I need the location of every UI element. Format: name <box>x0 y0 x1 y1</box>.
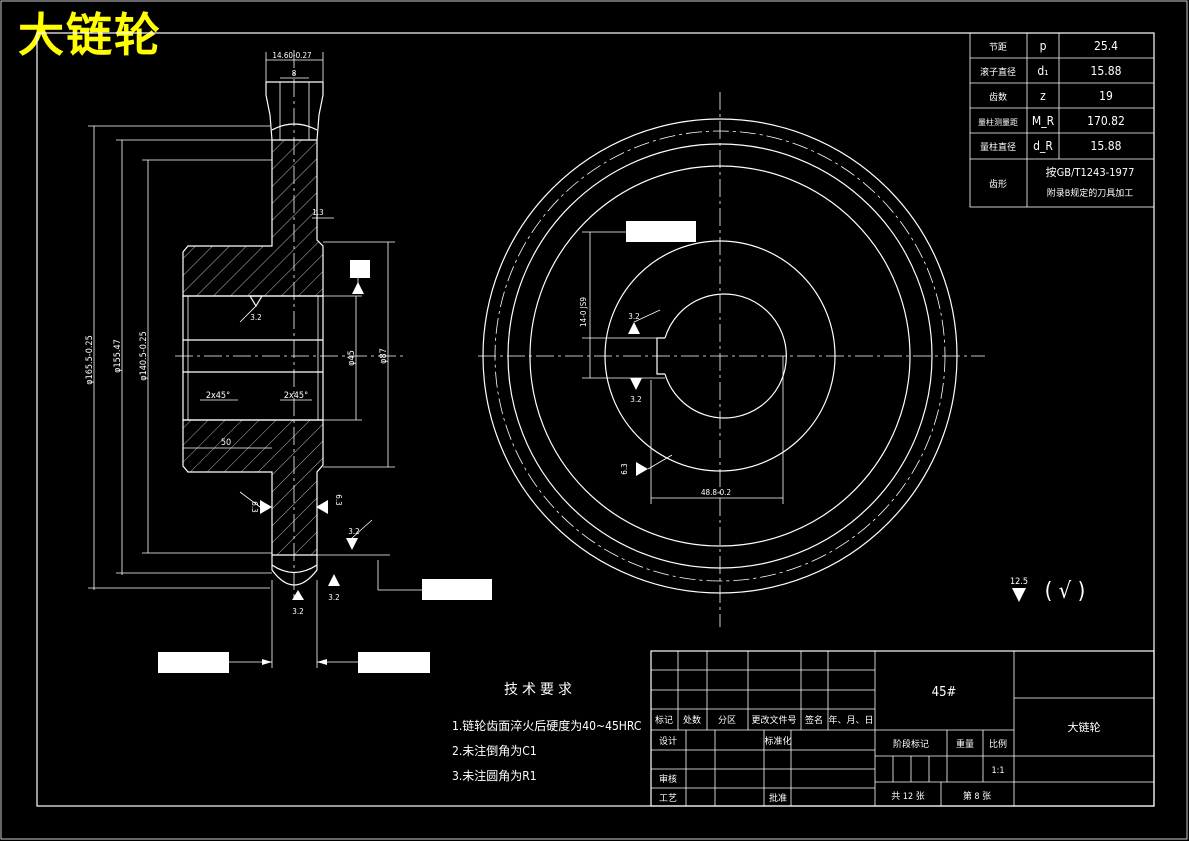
rough-front-face: 6.3 <box>620 463 629 474</box>
dim-chamfer-left: 2x45° <box>206 391 230 401</box>
rough-lower-left: 6.3 <box>250 501 259 512</box>
dim-hub-od: φ87 <box>379 348 389 364</box>
label-box-bottom-right <box>358 652 430 673</box>
dim-hub-bore: φ45 <box>347 350 357 366</box>
tb-weight: 重量 <box>956 738 974 750</box>
tech-req-item-3: 3.未注圆角为R1 <box>452 768 537 783</box>
dim-top-inner: 8 <box>292 69 297 78</box>
param-name-2: 滚子直径 <box>980 66 1016 78</box>
param-val-5: 15.88 <box>1091 139 1122 153</box>
tb-h-date: 年、月、日 <box>828 714 873 726</box>
param-sym-4: M_R <box>1032 114 1055 128</box>
label-box-front-top <box>626 221 696 242</box>
general-roughness: 12.5 ( √ ) <box>1010 577 1085 604</box>
tooth-form-line2: 附录B规定的刀具加工 <box>1047 187 1134 199</box>
tb-total-sheets: 共 12 张 <box>891 791 924 802</box>
param-sym-3: z <box>1040 89 1046 103</box>
rough-general-paren: ( √ ) <box>1045 579 1086 604</box>
param-sym-5: d_R <box>1033 139 1053 153</box>
dim-d1: φ165.5-0.25 <box>85 335 95 384</box>
tb-h-docno: 更改文件号 <box>751 714 796 726</box>
section-hatch-lower <box>182 419 324 556</box>
param-val-1: 25.4 <box>1094 39 1118 53</box>
param-sym-1: p <box>1040 39 1047 53</box>
tb-design: 设计 <box>659 735 677 747</box>
dim-hub-len: 50 <box>221 438 231 448</box>
tb-sheet-no: 第 8 张 <box>963 790 991 802</box>
dim-chamfer-right: 2x45° <box>284 391 308 401</box>
tb-scale-val: 1:1 <box>991 766 1004 776</box>
datum-box <box>350 260 370 278</box>
params-table: 节距 p 25.4 滚子直径 d₁ 15.88 齿数 z 19 量柱测量距 M_… <box>969 32 1155 208</box>
dim-keyway-depth: 48.8-0.2 <box>701 488 731 497</box>
tooth-form-line1: 按GB/T1243-1977 <box>1046 165 1135 179</box>
tb-material: 45# <box>932 685 957 700</box>
tech-req-item-2: 2.未注倒角为C1 <box>452 743 537 758</box>
tb-h-mark: 标记 <box>655 714 673 726</box>
front-view: 14-0 JS9 3.2 3.2 6.3 48.8-0.2 <box>478 92 985 627</box>
tb-stage-mark: 阶段标记 <box>893 738 929 750</box>
tech-req-item-1: 1.链轮齿面淬火后硬度为40~45HRC <box>452 718 641 733</box>
label-box-bottom-left <box>158 652 229 673</box>
tooth-form-label: 齿形 <box>989 178 1007 190</box>
rough-bore: 3.2 <box>250 313 261 322</box>
title-block: 45# 大链轮 标记 处数 分区 更改文件号 签名 年、月、日 设计 标准化 审… <box>650 650 1155 807</box>
param-name-5: 量柱直径 <box>980 141 1016 153</box>
param-val-4: 170.82 <box>1087 114 1125 128</box>
tb-h-count: 处数 <box>683 714 701 726</box>
param-name-1: 节距 <box>989 42 1007 53</box>
section-view: φ165.5-0.25 φ155.47 φ140.5-0.25 14.60-0.… <box>85 50 492 673</box>
rough-lower-right: 6.3 <box>334 494 343 505</box>
tech-requirements: 技 术 要 求 1.链轮齿面淬火后硬度为40~45HRC 2.未注倒角为C1 3… <box>452 682 641 783</box>
dim-step: 1.3 <box>312 208 323 217</box>
param-sym-2: d₁ <box>1037 64 1048 78</box>
dim-d3: φ140.5-0.25 <box>139 331 149 380</box>
param-name-3: 齿数 <box>989 91 1007 103</box>
tb-approve: 批准 <box>769 792 787 804</box>
tb-part-name: 大链轮 <box>1068 720 1101 734</box>
tb-review: 审核 <box>659 773 677 785</box>
param-name-4: 量柱测量距 <box>978 117 1018 127</box>
rough-general-value: 12.5 <box>1010 577 1028 587</box>
tb-h-zone: 分区 <box>718 715 736 726</box>
inner-border <box>36 32 1155 807</box>
tb-h-sign: 签名 <box>805 714 823 726</box>
rough-tooth-right: 3.2 <box>328 593 339 602</box>
section-hatch-upper <box>182 139 324 297</box>
rough-keyway-bottom: 3.2 <box>630 395 641 404</box>
tb-scale: 比例 <box>989 738 1007 750</box>
rough-tooth-left: 3.2 <box>292 607 303 616</box>
dim-top-width: 14.60-0.27 <box>272 51 311 60</box>
drawing-title: 大链轮 <box>18 8 162 62</box>
param-val-2: 15.88 <box>1091 64 1122 78</box>
tb-process: 工艺 <box>659 793 677 804</box>
dim-keyway-width: 14-0 JS9 <box>579 297 588 327</box>
rough-lower-3: 3.2 <box>348 527 359 536</box>
rough-keyway-top: 3.2 <box>628 312 639 321</box>
label-box-lower-right <box>422 579 492 600</box>
dim-d2: φ155.47 <box>113 339 123 373</box>
param-val-3: 19 <box>1099 89 1113 103</box>
tech-req-heading: 技 术 要 求 <box>504 682 572 698</box>
tb-standard: 标准化 <box>764 735 791 747</box>
